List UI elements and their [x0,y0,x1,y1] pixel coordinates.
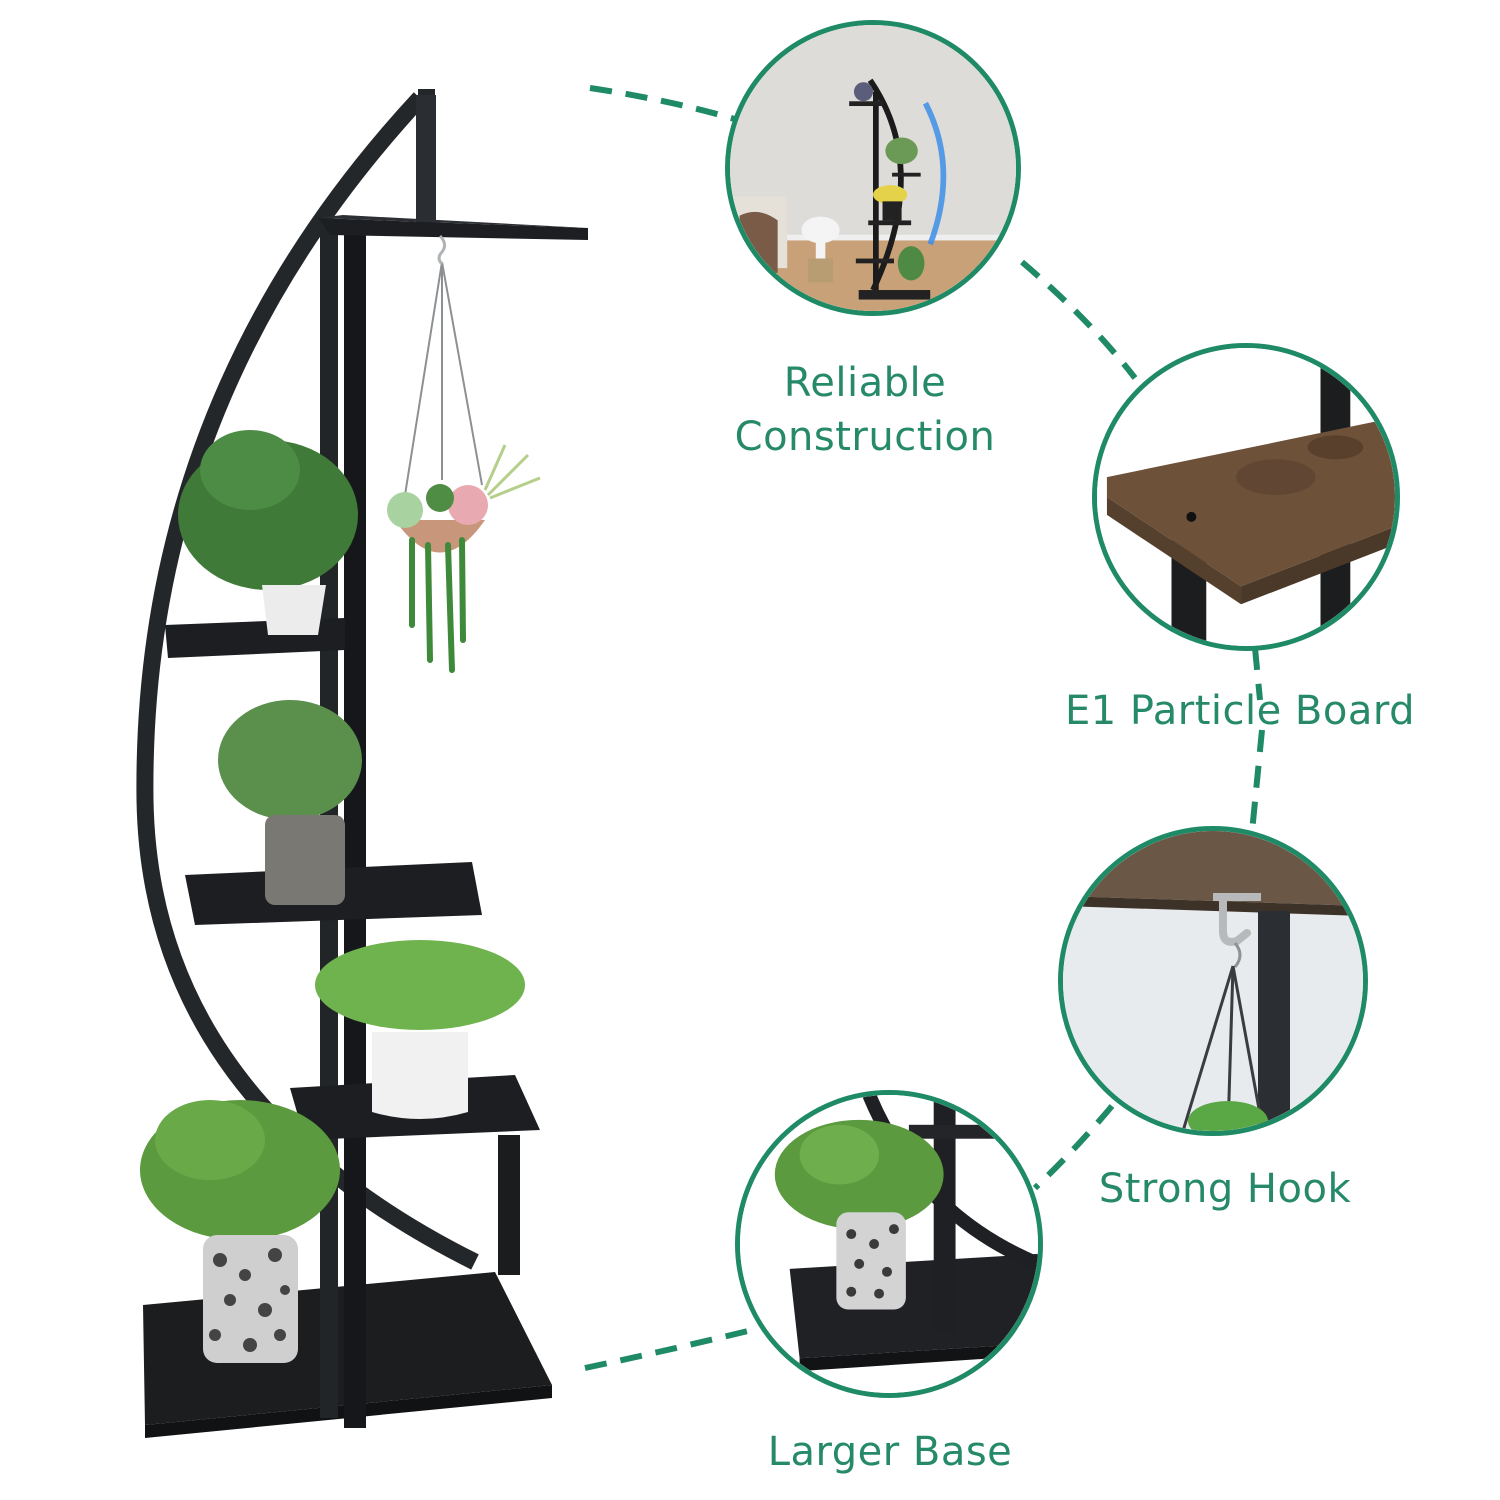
label-strong-hook: Strong Hook [1098,1166,1352,1212]
connector-right-mid-lower [1249,729,1265,833]
plant-stand-image [136,89,588,1438]
label-larger-base: Larger Base [767,1429,1013,1475]
room-scene-image [730,25,1016,311]
wood-shelf-image [1097,348,1395,646]
post-front [344,228,366,1428]
connector-right-upper [1020,259,1138,380]
callout-strong-hook [1058,826,1368,1136]
hook-closeup-image [1063,831,1363,1131]
callout-larger-base [735,1090,1043,1398]
callout-reliable-construction [725,20,1021,316]
shelf-1 [318,218,588,240]
label-particle-board: E1 Particle Board [1064,688,1415,734]
base-closeup-image [740,1095,1038,1393]
callout-particle-board [1092,343,1400,651]
label-reliable-construction: Reliable Construction [700,356,1030,464]
label-line-2: Construction [734,414,996,460]
label-line-1: Reliable [783,360,947,406]
